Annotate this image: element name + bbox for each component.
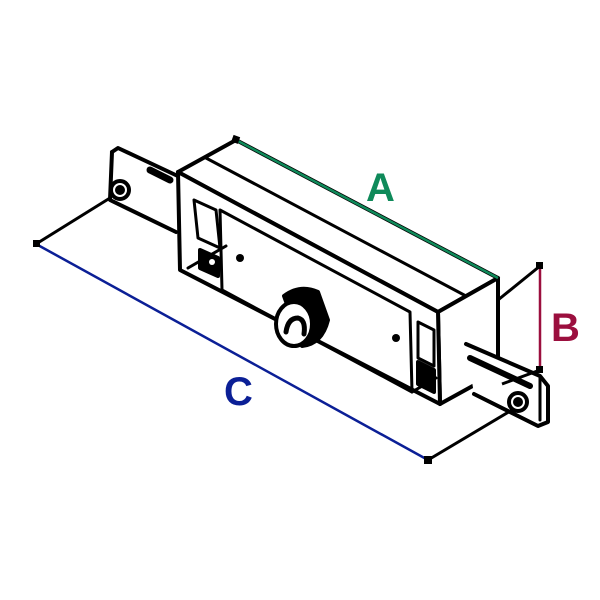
extension-lines (35, 138, 541, 462)
dimension-label-c: C (224, 370, 253, 414)
right-latch-block (416, 320, 436, 394)
lock-body-drawing (108, 138, 550, 428)
left-latch-block (192, 198, 222, 278)
dimension-lines (35, 138, 542, 462)
lock-cylinder (274, 286, 330, 348)
dimension-label-b: B (551, 306, 580, 350)
dimension-label-a: A (366, 166, 395, 210)
right-mounting-plate (464, 342, 550, 428)
dimension-endpoints (33, 134, 543, 464)
dimension-line-a (235, 138, 499, 280)
dimension-line-c (35, 242, 429, 462)
left-mounting-plate (108, 146, 184, 234)
screw-dot-icon (236, 254, 244, 262)
screw-dot-icon (392, 334, 400, 342)
